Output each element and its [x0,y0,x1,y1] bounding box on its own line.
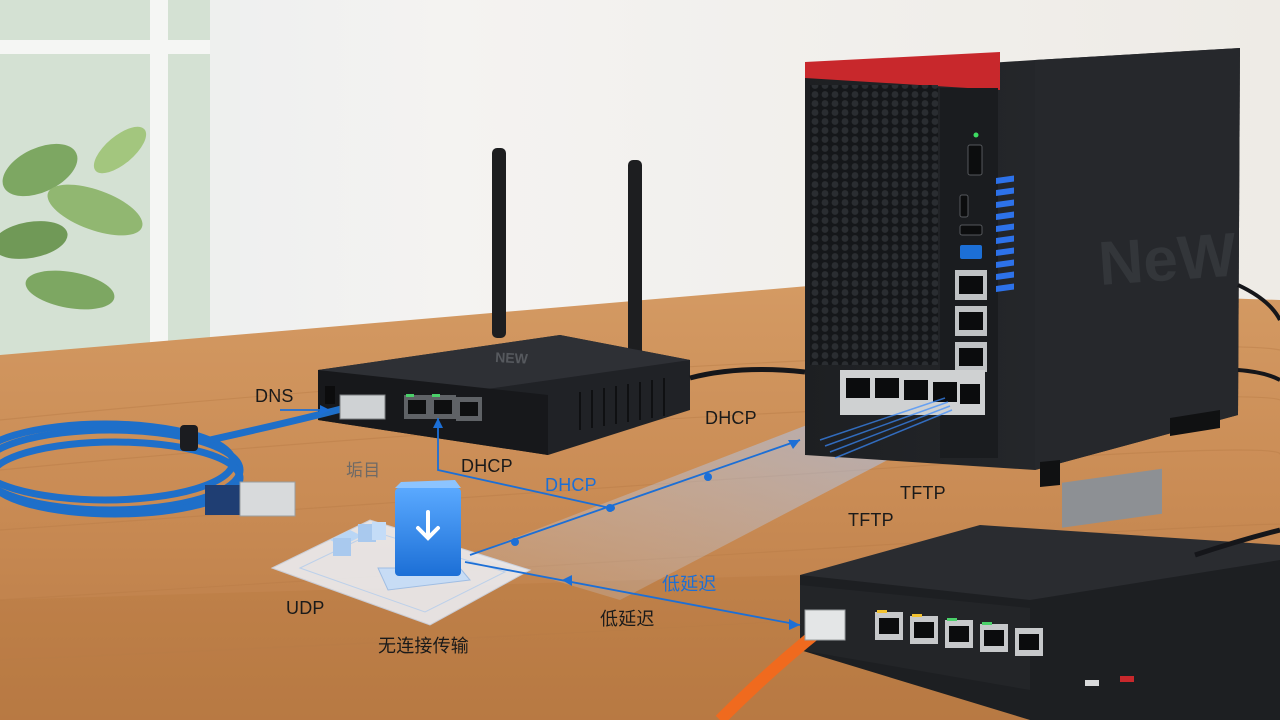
label-dns: DNS [255,386,294,406]
label-low-latency-black: 低延迟 [600,609,655,630]
label-tftp-lower: TFTP [848,510,894,530]
plant [0,126,147,310]
label-dhcp-top: DHCP [705,408,757,428]
router-ports [404,394,482,421]
window [0,0,240,360]
switch [800,468,1280,720]
label-low-latency-blue: 低延迟 [662,574,717,595]
server: NeW [805,48,1240,487]
router-brand: NEW [495,349,529,367]
data-beam [470,420,945,600]
label-tftp-upper: TFTP [900,483,946,503]
label-connectionless: 无连接传输 [378,636,469,657]
flow-lines [280,409,801,626]
flow-markers [320,405,800,630]
router: NEW [318,148,690,455]
label-udp: UDP [286,598,325,618]
server-brand: NeW [1096,220,1239,298]
server-side-ports [955,270,987,372]
blue-cable-coil [0,404,346,518]
label-dhcp-center: DHCP [545,475,597,495]
switch-ports [875,610,1043,656]
label-dhcp-left: DHCP [461,456,513,476]
server-bottom-ports [840,370,985,415]
udp-download-icon [395,480,461,576]
label-misc-garbled: 垢目 [346,461,381,481]
